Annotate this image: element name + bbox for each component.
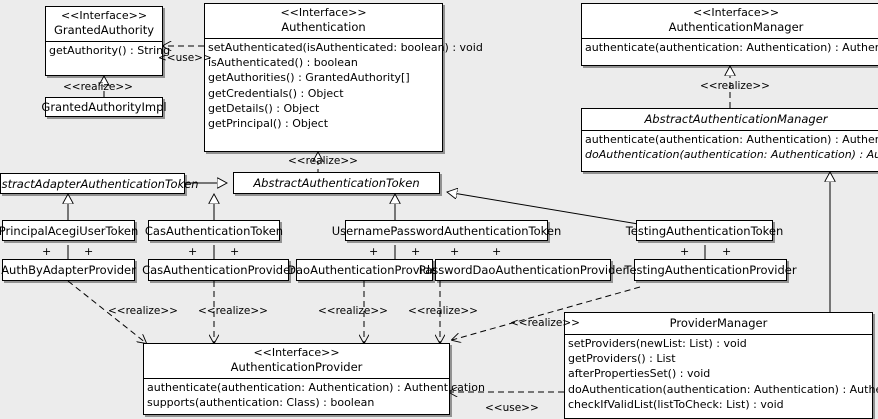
class-name: GrantedAuthorityImpl xyxy=(41,100,167,114)
edge-label-realize: <<realize>> xyxy=(408,305,478,317)
class-name: AbstractAuthenticationManager xyxy=(644,112,828,126)
operation: getCredentials() : Object xyxy=(208,86,344,100)
class-header: ProviderManager xyxy=(565,313,872,334)
class-header: <<Interface>> AuthenticationProvider xyxy=(144,344,449,378)
operations-compartment: authenticate(authentication: Authenticat… xyxy=(582,130,878,163)
class-name: AbstractAuthenticationToken xyxy=(253,176,420,190)
operation: supports(authentication: Class) : boolea… xyxy=(147,396,375,410)
edge-label-realize: <<realize>> xyxy=(700,80,770,92)
edge-label-realize: <<realize>> xyxy=(108,305,178,317)
multiplicity-marker: + xyxy=(369,245,379,258)
edge-label-realize: <<realize>> xyxy=(510,317,580,329)
edge-label-realize: <<realize>> xyxy=(288,155,358,167)
class-name: TestingAuthenticationToken xyxy=(625,223,784,238)
operation: authenticate(authentication: Authenticat… xyxy=(585,133,878,146)
class-name: AbstractAdapterAuthenticationToken xyxy=(0,176,199,191)
class-dao-authentication-provider[interactable]: DaoAuthenticationProvider xyxy=(287,259,442,281)
class-auth-by-adapter-provider[interactable]: AuthByAdapterProvider xyxy=(1,259,136,281)
class-authentication-manager[interactable]: <<Interface>> AuthenticationManager auth… xyxy=(581,3,878,66)
stereotype-label: <<Interface>> xyxy=(60,9,148,22)
multiplicity-marker: + xyxy=(230,245,240,258)
class-authentication[interactable]: <<Interface>> Authentication setAuthenti… xyxy=(204,3,483,152)
edge-label-realize: <<realize>> xyxy=(63,81,133,93)
class-name: DaoAuthenticationProvider xyxy=(287,263,442,277)
operations-compartment: setProviders(newList: List) : void getPr… xyxy=(565,334,878,413)
operations-compartment: getAuthority() : String xyxy=(46,41,171,59)
operation: isAuthenticated() : boolean xyxy=(208,56,358,70)
class-name: AuthenticationManager xyxy=(668,20,804,34)
class-name: TestingAuthenticationProvider xyxy=(624,263,797,277)
edge-label-use: <<use>> xyxy=(485,402,539,414)
class-testing-authentication-provider[interactable]: TestingAuthenticationProvider xyxy=(624,259,797,281)
operation: setAuthenticated(isAuthenticated: boolea… xyxy=(208,41,483,54)
stereotype-label: <<Interface>> xyxy=(280,6,367,19)
class-header: <<Interface>> GrantedAuthority xyxy=(46,7,162,41)
class-cas-authentication-token[interactable]: CasAuthenticationToken xyxy=(144,220,284,241)
operation: setProviders(newList: List) : void xyxy=(568,337,747,350)
edge-label-use: <<use>> xyxy=(158,52,212,64)
class-abstract-authentication-token[interactable]: AbstractAuthenticationToken xyxy=(233,172,440,194)
class-header: AbstractAuthenticationManager xyxy=(582,109,878,130)
class-name: PrincipalAcegiUserToken xyxy=(0,223,139,238)
class-name: Authentication xyxy=(281,20,366,34)
operation: authenticate(authentication: Authenticat… xyxy=(585,41,878,54)
class-password-dao-authentication-provider[interactable]: PasswordDaoAuthenticationProvider xyxy=(419,259,627,281)
multiplicity-marker: + xyxy=(188,245,198,258)
operation: getDetails() : Object xyxy=(208,101,320,115)
multiplicity-marker: + xyxy=(680,245,690,258)
class-authentication-provider[interactable]: <<Interface>> AuthenticationProvider aut… xyxy=(143,343,485,415)
operations-compartment: setAuthenticated(isAuthenticated: boolea… xyxy=(205,38,483,132)
class-abstract-adapter-authentication-token[interactable]: AbstractAdapterAuthenticationToken xyxy=(0,173,199,194)
class-header: <<Interface>> Authentication xyxy=(205,4,442,38)
class-name: ProviderManager xyxy=(669,316,768,330)
operation: getProviders() : List xyxy=(568,352,676,366)
class-testing-authentication-token[interactable]: TestingAuthenticationToken xyxy=(626,220,783,241)
edge-label-realize: <<realize>> xyxy=(318,305,388,317)
class-abstract-authentication-manager[interactable]: AbstractAuthenticationManager authentica… xyxy=(581,108,878,172)
class-provider-manager[interactable]: ProviderManager setProviders(newList: Li… xyxy=(564,312,878,419)
class-username-password-authentication-token[interactable]: UsernamePasswordAuthenticationToken xyxy=(332,220,561,241)
multiplicity-marker: + xyxy=(42,245,52,258)
class-name: GrantedAuthority xyxy=(53,23,155,37)
operation: afterPropertiesSet() : void xyxy=(568,367,711,381)
multiplicity-marker: + xyxy=(84,245,94,258)
operation: checkIfValidList(listToCheck: List) : vo… xyxy=(568,397,784,411)
multiplicity-marker: + xyxy=(492,245,502,258)
operation: doAuthentication(authentication: Authent… xyxy=(568,382,878,396)
class-name: CasAuthenticationToken xyxy=(144,223,284,238)
class-name: CasAuthenticationProvider xyxy=(142,263,295,277)
operations-compartment: authenticate(authentication: Authenticat… xyxy=(582,38,878,56)
operation: getAuthority() : String xyxy=(49,44,171,57)
class-granted-authority[interactable]: <<Interface>> GrantedAuthority getAuthor… xyxy=(45,6,171,76)
class-cas-authentication-provider[interactable]: CasAuthenticationProvider xyxy=(142,259,295,281)
operation: getAuthorities() : GrantedAuthority[] xyxy=(208,71,410,85)
class-granted-authority-impl[interactable]: GrantedAuthorityImpl xyxy=(41,97,167,117)
operation: getPrincipal() : Object xyxy=(208,117,329,131)
multiplicity-marker: + xyxy=(450,245,460,258)
class-name: UsernamePasswordAuthenticationToken xyxy=(331,223,562,238)
class-header: <<Interface>> AuthenticationManager xyxy=(582,4,878,38)
edge-label-realize: <<realize>> xyxy=(198,305,268,317)
operations-compartment: authenticate(authentication: Authenticat… xyxy=(144,378,485,411)
class-name: PasswordDaoAuthenticationProvider xyxy=(418,263,628,277)
class-name: AuthByAdapterProvider xyxy=(1,263,136,277)
class-principal-acegi-user-token[interactable]: PrincipalAcegiUserToken xyxy=(0,220,139,241)
operation: doAuthentication(authentication: Authent… xyxy=(585,148,878,162)
operation: authenticate(authentication: Authenticat… xyxy=(147,381,485,394)
multiplicity-marker: + xyxy=(411,245,421,258)
stereotype-label: <<Interface>> xyxy=(692,6,780,19)
stereotype-label: <<Interface>> xyxy=(253,346,340,359)
class-name: AuthenticationProvider xyxy=(230,360,363,374)
multiplicity-marker: + xyxy=(722,245,732,258)
